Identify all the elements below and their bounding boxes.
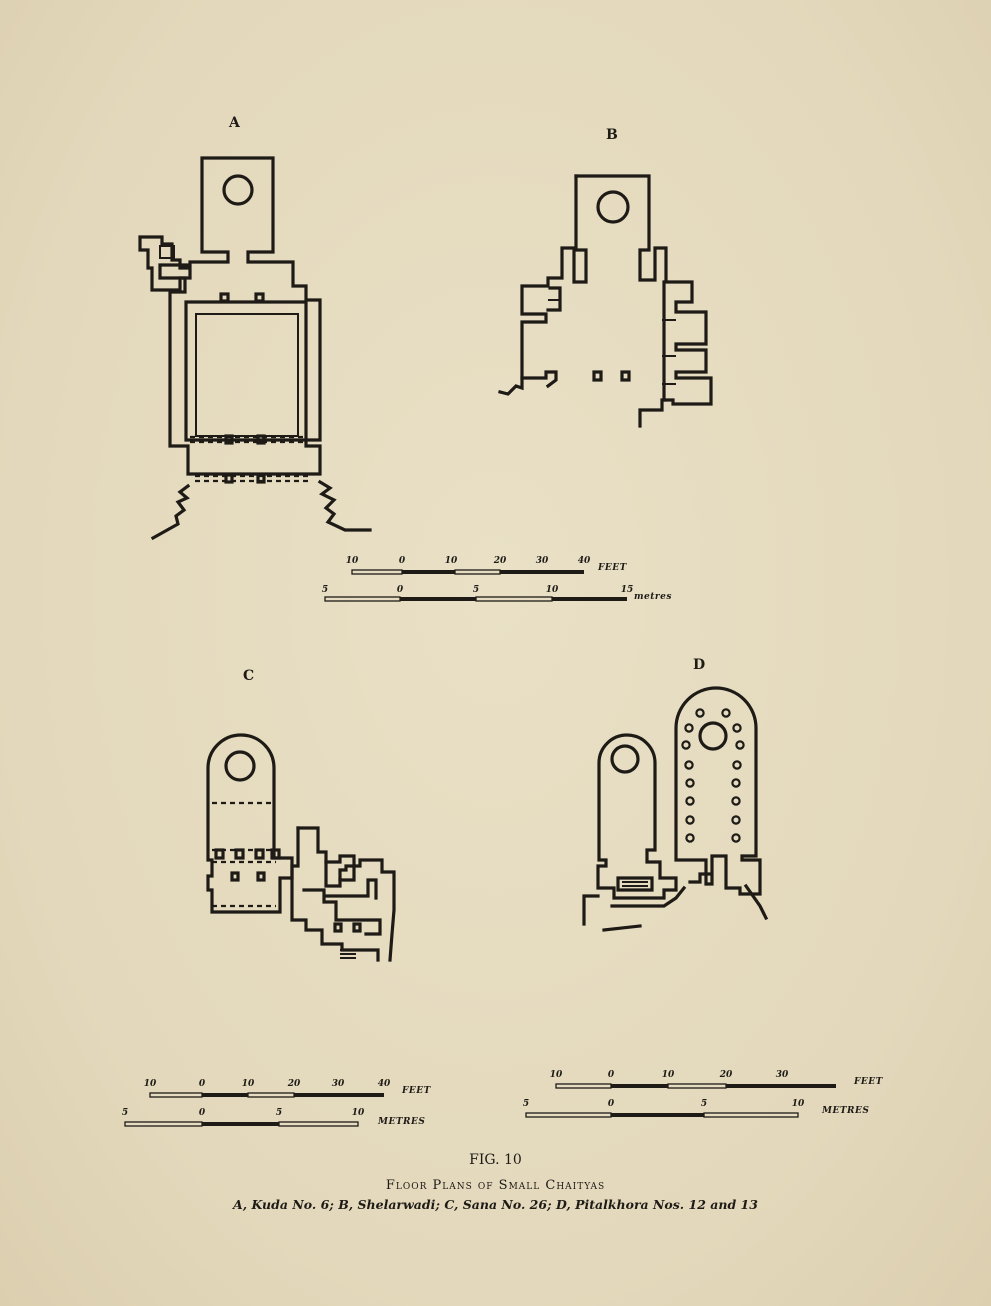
- scale-tick-label: 10: [241, 1079, 255, 1089]
- scale-top-feet-unit: FEET: [598, 563, 627, 573]
- scale-tick-label: 0: [198, 1079, 206, 1089]
- plan-c-outline: [206, 733, 396, 962]
- scale-c-feet-unit: FEET: [402, 1086, 431, 1096]
- scale-tick-label: 0: [198, 1108, 206, 1118]
- scale-tick-label: 10: [444, 556, 458, 566]
- plan-d-outline: [582, 686, 769, 932]
- scale-c-metre-unit: METRES: [378, 1117, 426, 1127]
- plan-b-label: B: [606, 127, 618, 143]
- scale-tick-label: 40: [377, 1079, 391, 1089]
- scale-tick-label: 20: [719, 1070, 733, 1080]
- scale-top-metre-unit: metres: [634, 592, 672, 602]
- scale-tick-label: 0: [607, 1070, 615, 1080]
- pillar-marker: [732, 723, 742, 733]
- scale-tick-label: 15: [620, 585, 634, 595]
- scale-tick-label: 30: [775, 1070, 789, 1080]
- scale-tick-label: 10: [545, 585, 559, 595]
- pillar-marker: [731, 815, 741, 825]
- scale-tick-label: 10: [791, 1099, 805, 1109]
- scale-tick-label: 5: [121, 1108, 129, 1118]
- scale-tick-label: 40: [577, 556, 591, 566]
- figure-subtitle: A, Kuda No. 6; B, Shelarwadi; C, Sana No…: [233, 1197, 758, 1212]
- scale-tick-label: 5: [321, 585, 329, 595]
- plan-d-pillars: [681, 708, 745, 843]
- pillar-marker: [731, 778, 741, 788]
- scale-tick-label: 30: [535, 556, 549, 566]
- scale-tick-label: 5: [522, 1099, 530, 1109]
- pillar-marker: [685, 796, 695, 806]
- pillar-marker: [721, 708, 731, 718]
- scale-tick-label: 20: [493, 556, 507, 566]
- scale-tick-label: 0: [398, 556, 406, 566]
- pillar-marker: [684, 723, 694, 733]
- plan-c-label: C: [243, 668, 255, 684]
- scale-bars: [124, 569, 836, 1127]
- pillar-marker: [731, 833, 741, 843]
- scale-d-metre-unit: METRES: [822, 1106, 870, 1116]
- pillar-marker: [681, 740, 691, 750]
- plan-a-outline: [138, 156, 372, 541]
- scale-tick-label: 5: [700, 1099, 708, 1109]
- pillar-marker: [732, 760, 742, 770]
- scale-tick-label: 10: [351, 1108, 365, 1118]
- pillar-marker: [685, 815, 695, 825]
- plan-d-label: D: [693, 657, 706, 673]
- pillar-marker: [685, 778, 695, 788]
- pillar-marker: [685, 833, 695, 843]
- plan-b-outline: [498, 174, 713, 428]
- pillar-marker: [735, 740, 745, 750]
- scale-tick-label: 0: [607, 1099, 615, 1109]
- scale-d-feet-unit: FEET: [854, 1077, 883, 1087]
- pillar-marker: [695, 708, 705, 718]
- scale-tick-label: 20: [287, 1079, 301, 1089]
- scale-tick-label: 5: [275, 1108, 283, 1118]
- figure-title: Floor Plans of Small Chaityas: [385, 1178, 606, 1193]
- scale-tick-label: 0: [396, 585, 404, 595]
- scale-tick-label: 5: [472, 585, 480, 595]
- pillar-marker: [684, 760, 694, 770]
- figure-number: FIG. 10: [469, 1152, 522, 1168]
- pillar-marker: [731, 796, 741, 806]
- scale-tick-label: 10: [345, 556, 359, 566]
- plan-a-label: A: [229, 115, 240, 131]
- scale-tick-label: 10: [143, 1079, 157, 1089]
- scale-tick-label: 10: [549, 1070, 563, 1080]
- scale-tick-label: 10: [661, 1070, 675, 1080]
- scale-tick-label: 30: [331, 1079, 345, 1089]
